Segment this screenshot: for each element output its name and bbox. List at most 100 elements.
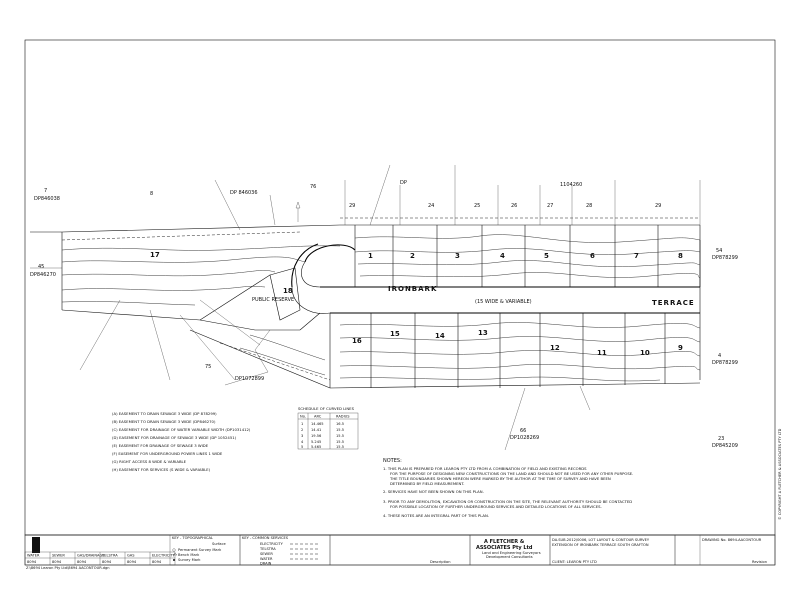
adjoining-dp: DP878299 [712,255,738,261]
table-header: No. [300,415,306,419]
table-cell: 15.5 [336,440,344,444]
legend-item: Permanent Survey Mark [178,548,222,552]
project-title-line1: DA.SUB.2012/0006, LOT LAYOUT & CONTOUR S… [552,538,650,542]
adjoining-dp: DP878299 [712,360,738,366]
revision-header: WATER [27,554,40,558]
survey-mark-icon [172,548,176,552]
company-name-line2: ASSOCIATES Pty Ltd [476,545,533,551]
adjoining-dp: DP1028269 [510,435,539,441]
lot-number: 10 [640,349,650,357]
lot-number: 6 [590,252,595,260]
table-header: RADIUS [336,415,350,419]
lot-number: 16 [352,337,362,345]
lot-number: 3 [455,252,460,260]
description-label: Description [430,560,450,564]
table-cell: 5 [301,445,303,449]
revision-value: 8094 [127,560,137,564]
table-header: ARC [314,415,322,419]
adjoining-lot: 29 [655,203,661,209]
adjoining-dp: 1104260 [560,182,582,188]
easement-item: (G) RIGHT ACCESS 8 WIDE & VARIABLE [112,459,187,464]
note-line: DETERMINED BY FIELD MEASUREMENT. [390,481,464,486]
adjoining-lot: 75 [205,364,211,370]
legend-service-item: DRAIN [260,562,272,566]
company-name-line1: A FLETCHER & [484,539,525,545]
revision-header: TELSTRA [101,554,118,558]
note-line: FOR THE PURPOSE OF DESIGNING NEW CONSTRU… [390,471,633,476]
table-cell: 19.56 [311,434,322,438]
easement-item: (H) EASEMENT FOR SERVICES (S WIDE & VARI… [112,467,211,472]
client-name: CLIENT: LEARON PTY LTD [552,560,597,564]
legend-service-item: ELECTRICITY [260,542,284,546]
table-cell: 5.465 [311,445,321,449]
lot-number: 14 [435,332,445,340]
adjoining-lot: 54 [716,248,722,254]
table-cell: 15.5 [336,428,344,432]
revision-value: 8094 [152,560,162,564]
easement-item: (E) EASEMENT FOR DRAINAGE OF SEWAGE 3 WI… [112,443,209,448]
table-cell: 14.465 [311,422,324,426]
revision-value: 8094 [52,560,62,564]
western-lots [30,179,341,389]
adjoining-dp: DP 846036 [230,190,258,196]
adjoining-lot: 7 [44,188,47,194]
table-cell: 15.5 [336,434,344,438]
public-reserve-label: PUBLIC RESERVE [252,297,294,303]
survey-point-icon [173,559,175,561]
lot-number: 1 [368,252,373,260]
table-cell: 15.5 [336,445,344,449]
title-block: WATER SEWER GAS/DRAINAGE TELSTRA GAS ELE… [24,534,776,570]
adjoining-lot: 66 [520,428,526,434]
adjoining-lot: 29 [349,203,355,209]
adjoining-lot: 28 [586,203,592,209]
project-title-line2: EXTENSION OF IRONBARK TERRACE SOUTH GRAF… [552,543,649,547]
adjoining-dp: DP846038 [34,196,60,202]
adjoining-lot: 25 [474,203,480,209]
legend-surface-label: Surface [212,542,226,546]
curve-schedule-table: SCHEDULE OF CURVED LINES No. ARC RADIUS … [297,406,359,450]
note-line: 1. THIS PLAN IS PREPARED FOR LEARON PTY … [383,466,587,471]
curve-schedule-title: SCHEDULE OF CURVED LINES [298,406,355,411]
lot-number: 11 [597,349,607,357]
north-lot-boundaries [340,164,701,287]
legend-service-item: WATER [260,557,273,561]
table-cell: 16.5 [336,422,344,426]
company-logo-mark [32,537,40,553]
lot-number: 12 [550,344,560,352]
revision-value: 8094 [77,560,87,564]
adjoining-lot: 45 [38,264,44,270]
plan-notes: NOTES: 1. THIS PLAN IS PREPARED FOR LEAR… [383,458,633,518]
adjoining-dp: DP846270 [30,272,56,278]
easement-item: (A) EASEMENT TO DRAIN SEWAGE 3 WIDE (DP … [112,411,217,416]
easement-list: (A) EASEMENT TO DRAIN SEWAGE 3 WIDE (DP … [112,411,251,472]
drawing-number: DRAWING No. 8694-AACONTOUR [702,538,762,542]
revision-value: 8094 [102,560,112,564]
south-lot-numbers: 16 15 14 13 12 11 10 9 [352,329,683,357]
easement-item: (F) EASEMENT FOR UNDERGROUND POWER LINES… [112,451,223,456]
adjoining-lot: 23 [718,436,724,442]
note-line: 2. SERVICES HAVE NOT BEEN SHOWN ON THIS … [383,489,484,494]
lot-number: 5 [544,252,549,260]
lot-number: 2 [410,252,415,260]
revision-header: ELECTRICITY [152,554,176,558]
legend-services-title: KEY - COMMON SERVICES [242,536,289,540]
adjoining-land-labels: 7 DP846038 8 DP 846036 76 45 DP846270 DP… [30,180,738,449]
revision-header: GAS/DRAINAGE [77,554,105,558]
copyright-margin-note: © COPYRIGHT A FLETCHER & ASSOCIATES PTY … [778,428,782,520]
table-cell: 5.245 [311,440,321,444]
table-cell: 2 [301,428,303,432]
revision-header: SEWER [52,554,65,558]
legend-item: Bench Mark [178,553,200,557]
adjoining-lot: 27 [547,203,553,209]
lot-number-17: 17 [150,251,160,259]
note-line: FOR POSSIBLE LOCATION OF FURTHER UNDERGR… [390,504,602,509]
legend-topo-title: KEY - TOPOGRAPHICAL [172,536,213,540]
lot-number: 4 [500,252,505,260]
lot-number: 7 [634,252,639,260]
revision-value: 8094 [27,560,37,564]
road-name-terrace: TERRACE [652,299,695,307]
note-line: 4. THESE NOTES ARE AN INTEGRAL PART OF T… [383,513,489,518]
table-cell: 14.41 [311,428,321,432]
